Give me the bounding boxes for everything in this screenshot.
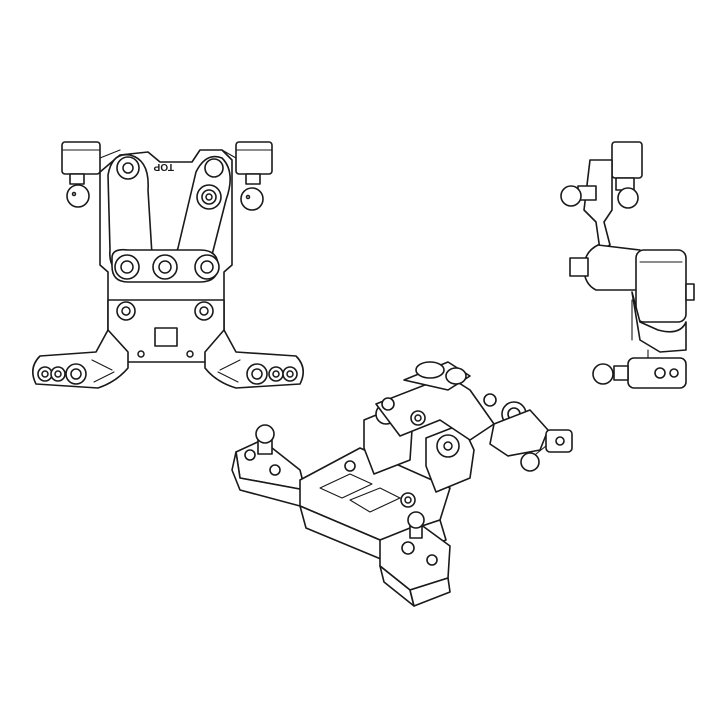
side-view [560,141,695,389]
iso-view [231,361,573,607]
side-view-housing [635,249,687,323]
iso-view-front-ball-stud [407,511,425,529]
top-view-right-ball-stud [240,173,264,211]
side-view-mast [583,159,613,251]
iso-view-right-arm [489,409,549,457]
side-view-bracket [583,244,641,291]
iso-view-right-ball-stud [520,452,540,472]
side-view-top-block [611,141,643,179]
top-marking-label: TOP [153,161,174,172]
top-view: TOP [32,141,304,389]
iso-view-left-ball-stud [255,424,275,444]
top-view-left-ball-stud [66,173,90,208]
top-view-left-shoulder-block [61,141,101,175]
top-view-right-shoulder-block [235,141,273,175]
